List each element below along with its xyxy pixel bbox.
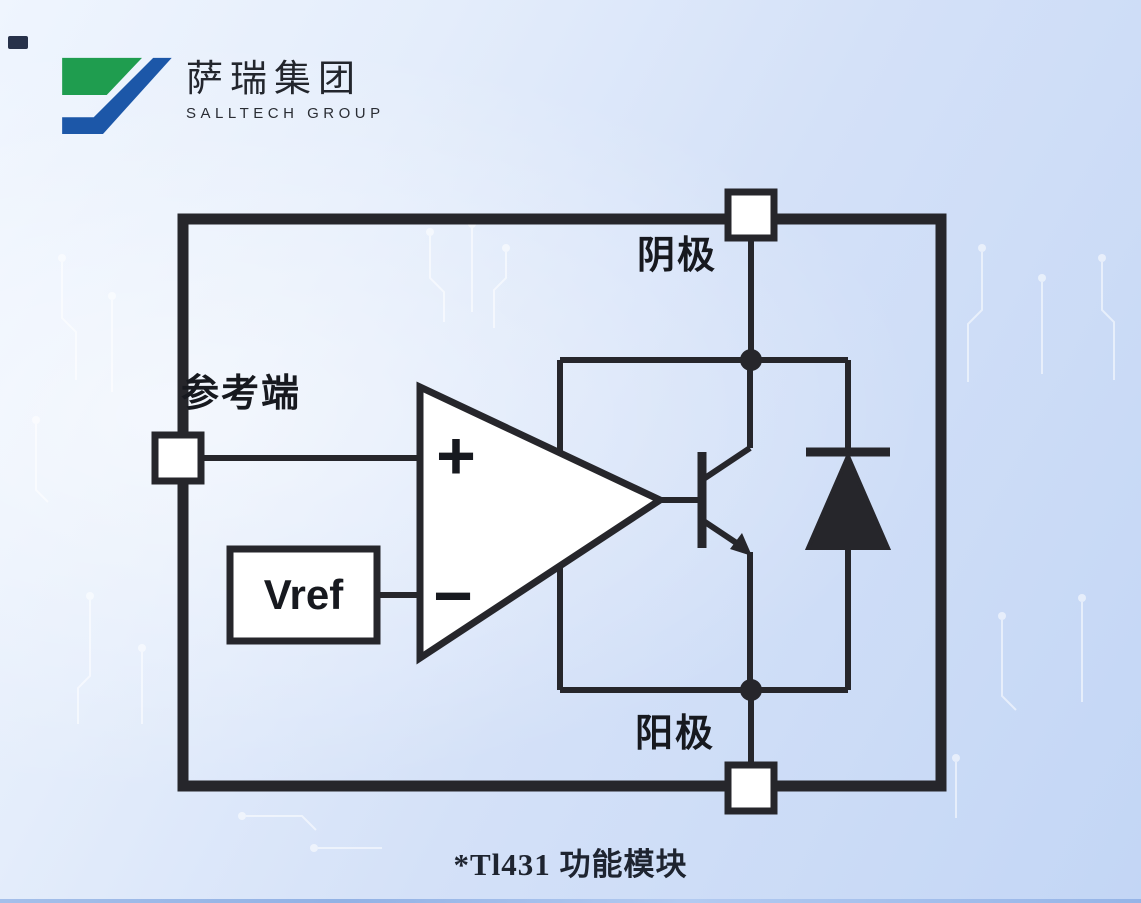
opamp-minus-sign: − bbox=[433, 558, 473, 634]
brand-name-zh: 萨瑞集团 bbox=[186, 58, 362, 99]
pin-square-anode bbox=[724, 761, 778, 815]
transistor-emitter-arrow bbox=[730, 533, 752, 556]
salltech-logo-icon bbox=[62, 57, 172, 134]
label-anode: 阳极 bbox=[635, 713, 716, 755]
transistor-collector-lead bbox=[700, 445, 752, 483]
pin-square-cathode bbox=[724, 188, 778, 242]
trace-pads bbox=[32, 220, 1106, 852]
brand-text: 萨瑞集团 SALLTECH GROUP bbox=[186, 56, 385, 122]
bottom-edge-strip bbox=[0, 899, 1141, 903]
junction-dot-bottom bbox=[740, 679, 762, 701]
junction-dot-top bbox=[740, 349, 762, 371]
label-cathode: 阴极 bbox=[637, 235, 718, 277]
opamp-triangle bbox=[416, 381, 668, 665]
trace-lines bbox=[35, 228, 1115, 849]
corner-artifact bbox=[8, 36, 28, 49]
opamp-plus-sign: + bbox=[436, 418, 476, 494]
brand-header: 萨瑞集团 SALLTECH GROUP bbox=[60, 56, 385, 134]
logo-green-shape bbox=[62, 57, 143, 95]
block-outline bbox=[177, 213, 947, 792]
label-vref: Vref bbox=[263, 571, 344, 618]
vref-box bbox=[226, 545, 381, 645]
label-reference: 参考端 bbox=[181, 373, 302, 415]
diode-triangle bbox=[804, 450, 892, 550]
diagram-caption: *Tl431 功能模块 bbox=[453, 847, 688, 882]
pin-square-reference bbox=[151, 431, 205, 485]
logo-blue-shape bbox=[62, 57, 172, 134]
brand-name-en: SALLTECH GROUP bbox=[186, 104, 385, 122]
